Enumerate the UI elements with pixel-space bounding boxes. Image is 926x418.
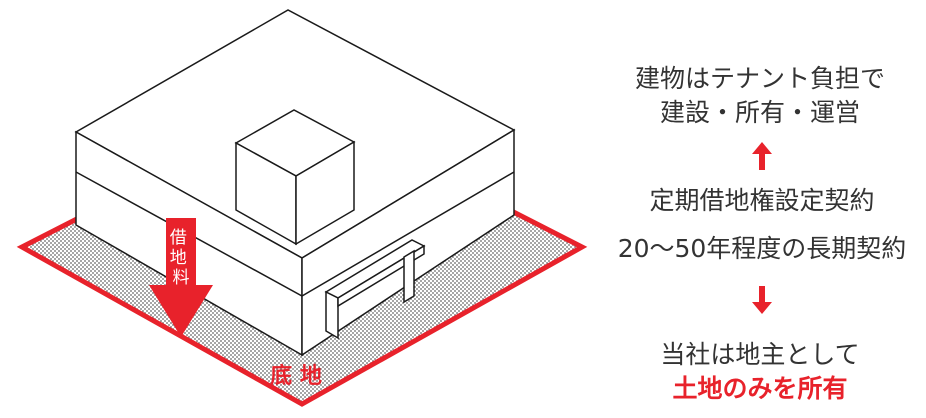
land-label: 底 地 bbox=[270, 363, 322, 389]
contract-note-line2: 20～50年程度の長期契約 bbox=[617, 234, 907, 263]
entrance-left-post bbox=[325, 290, 339, 340]
owner-note: 当社は地主として 土地のみを所有 bbox=[590, 338, 926, 406]
building-band-line bbox=[75, 171, 515, 297]
arrow-down-icon bbox=[752, 286, 772, 314]
building-note: 建物はテナント負担で 建設・所有・運営 bbox=[590, 62, 926, 130]
owner-note-line1: 当社は地主として bbox=[660, 340, 860, 369]
owner-note-line2: 土地のみを所有 bbox=[672, 374, 848, 403]
contract-note-line1: 定期借地権設定契約 bbox=[649, 186, 875, 215]
rooftop-cube-right bbox=[295, 140, 355, 246]
arrow-up-icon bbox=[752, 142, 772, 170]
entrance-right-post bbox=[403, 249, 415, 304]
ground-rent-label: 借 地 料 bbox=[170, 228, 192, 288]
building-note-line1: 建物はテナント負担で bbox=[634, 64, 885, 93]
building-note-line2: 建設・所有・運営 bbox=[659, 98, 860, 127]
contract-note: 定期借地権設定契約 20～50年程度の長期契約 bbox=[592, 184, 926, 266]
ground-rent-arrow bbox=[149, 218, 213, 337]
entrance-beam bbox=[337, 244, 425, 308]
